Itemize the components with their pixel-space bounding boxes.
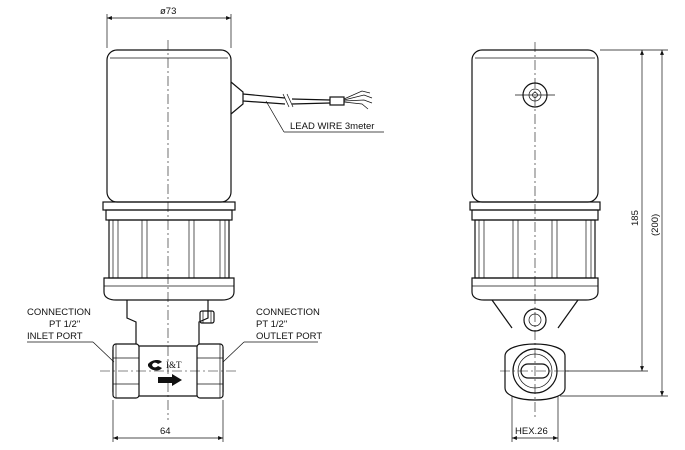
inlet-label-line2: PT 1/2" [49, 319, 80, 330]
actuator-base [103, 277, 235, 301]
ring-top [102, 201, 236, 211]
overall-height-dimension: (200) [650, 214, 661, 236]
side-actuator-housing [471, 49, 599, 203]
height-dimension: 185 [630, 210, 641, 226]
width-dimension: 64 [160, 426, 171, 437]
logo-text: I&T [166, 360, 182, 370]
actuator-housing [106, 49, 232, 203]
lead-wire-label: LEAD WIRE 3meter [290, 121, 374, 132]
side-port-hex [504, 343, 566, 401]
outlet-label-line2: PT 1/2" [256, 319, 287, 330]
outlet-label-line3: OUTLET PORT [256, 331, 322, 342]
hex-dimension: HEX.26 [515, 426, 548, 437]
logo-icon [148, 359, 162, 371]
diameter-dimension: ø73 [160, 6, 176, 17]
cable-gland [230, 81, 244, 115]
flow-arrow-icon [158, 374, 182, 386]
inlet-label-line1: CONNECTION [27, 307, 91, 318]
front-view: LEAD WIRE 3meter [27, 6, 384, 442]
ribbed-section [108, 219, 230, 279]
side-view: HEX.26 185 (200) [469, 42, 668, 442]
inlet-label-line3: INLET PORT [27, 331, 83, 342]
outlet-label-line1: CONNECTION [256, 307, 320, 318]
